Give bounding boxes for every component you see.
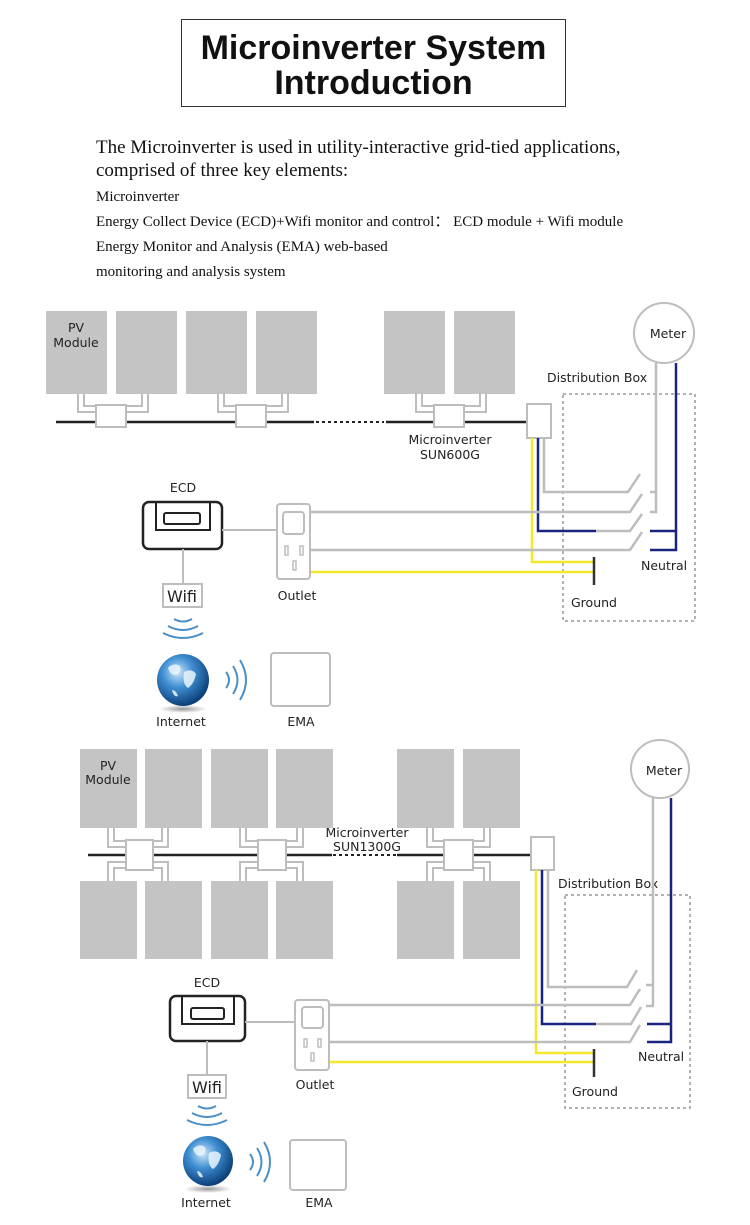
pv-module [276, 749, 333, 828]
ema-box [289, 1139, 347, 1191]
microinverter-model: SUN1300G [333, 839, 401, 854]
outlet-label: Outlet [278, 588, 317, 603]
pv-module [397, 881, 454, 959]
meter [630, 739, 690, 799]
microinverter-unit [433, 404, 465, 428]
outlet [276, 503, 311, 580]
outlet-label: Outlet [296, 1077, 335, 1092]
intro-lead-line1: The Microinverter is used in utility-int… [96, 137, 621, 158]
outlet [294, 999, 330, 1071]
meter-label: Meter [646, 763, 683, 778]
pv-module [80, 881, 137, 959]
pv-module [80, 749, 137, 828]
pv-module [463, 749, 520, 828]
wifi-module [162, 583, 203, 608]
distribution-box-label: Distribution Box [558, 876, 658, 891]
internet-globe-icon [183, 1136, 233, 1186]
pv-module [116, 311, 177, 394]
junction-box [526, 403, 552, 439]
neutral-label: Neutral [638, 1049, 684, 1064]
ema-box [270, 652, 331, 707]
element-item-ema: Energy Monitor and Analysis (EMA) web-ba… [96, 239, 388, 255]
ema-label: EMA [287, 714, 315, 729]
pv-module [384, 311, 445, 394]
microinverter-unit [235, 404, 267, 428]
ecd-label: ECD [170, 480, 196, 495]
pv-module [211, 881, 268, 959]
microinverter-unit [125, 839, 154, 871]
junction-box [530, 836, 555, 871]
wifi-label: Wifi [192, 1078, 222, 1097]
internet-label: Internet [181, 1195, 231, 1210]
pv-module [46, 311, 107, 394]
pv-module [276, 881, 333, 959]
wifi-signal-icon [162, 618, 204, 639]
microinverter-unit [443, 839, 474, 871]
wifi-signal-icon [186, 1105, 228, 1126]
neutral-label: Neutral [641, 558, 687, 573]
signal-waves-icon [225, 659, 247, 701]
distribution-box [562, 393, 696, 622]
ecd-label: ECD [194, 975, 220, 990]
microinverter-label: Microinverter [409, 432, 493, 447]
internet-globe-icon [157, 654, 209, 706]
pv-module [145, 881, 202, 959]
meter-label: Meter [650, 326, 687, 341]
pv-module [454, 311, 515, 394]
pv-module [397, 749, 454, 828]
pv-module-label: PV [68, 320, 85, 335]
signal-waves-icon [249, 1141, 271, 1183]
element-item-ema-cont: monitoring and analysis system [96, 264, 286, 280]
intro-text: The Microinverter is used in utility-int… [96, 136, 623, 285]
pv-module [463, 881, 520, 959]
pv-module [186, 311, 247, 394]
diagram-sun1300g: PV Module Microinverter SUN1300G Meter [80, 739, 691, 1210]
pv-module-label: Module [53, 335, 99, 350]
diagram-sun600g: PV Module Microinverter SUN600G Meter Di… [46, 302, 696, 729]
wifi-module [187, 1074, 227, 1099]
distribution-box [564, 894, 691, 1109]
ema-label: EMA [305, 1195, 333, 1210]
element-item-ecd: Energy Collect Device (ECD)+Wifi monitor… [96, 214, 624, 230]
intro-lead-line2: comprised of three key elements: [96, 160, 349, 181]
pv-module-label: Module [85, 772, 131, 787]
ground-label: Ground [571, 595, 617, 610]
distribution-box-label: Distribution Box [547, 370, 647, 385]
element-item-microinverter: Microinverter [96, 189, 180, 205]
internet-label: Internet [156, 714, 206, 729]
pv-module-label: PV [100, 758, 117, 773]
page-title-line1: Microinverter System [200, 29, 547, 67]
microinverter-unit [257, 839, 287, 871]
pv-module [211, 749, 268, 828]
page-title-line2: Introduction [274, 64, 473, 102]
ground-label: Ground [572, 1084, 618, 1099]
title-box: Microinverter System Introduction [181, 19, 566, 107]
wifi-label: Wifi [167, 587, 197, 606]
microinverter-model: SUN600G [420, 447, 480, 462]
pv-module [256, 311, 317, 394]
pv-module [145, 749, 202, 828]
microinverter-unit [95, 404, 127, 428]
meter [633, 302, 695, 364]
microinverter-label: Microinverter [326, 825, 410, 840]
